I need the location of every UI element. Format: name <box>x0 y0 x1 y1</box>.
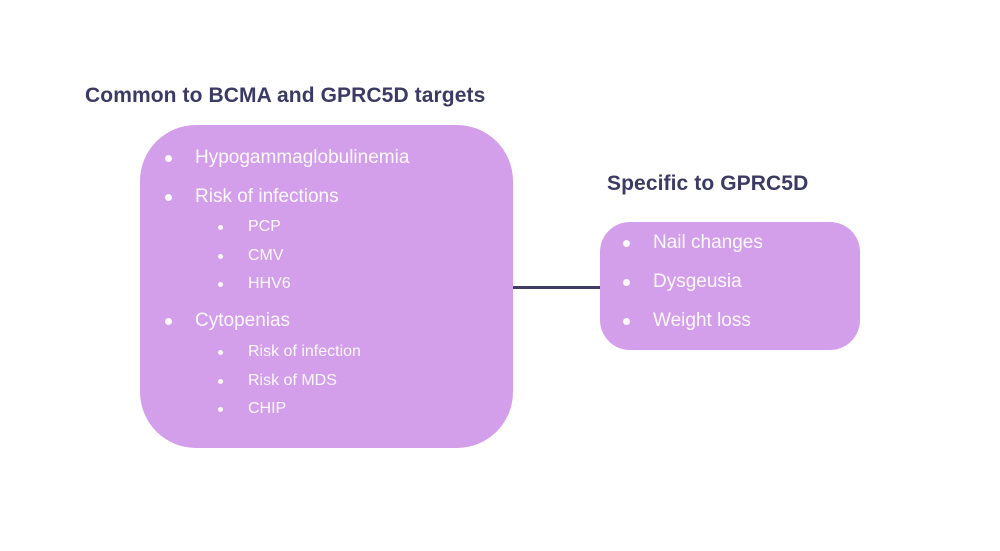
sub-bullet-item: Risk of infection <box>218 342 361 362</box>
sub-bullet-item: CHIP <box>218 399 286 419</box>
sub-bullet-label: CHIP <box>248 400 287 417</box>
bullet-dot-icon <box>165 154 172 162</box>
sub-bullet-label: Risk of MDS <box>248 372 337 389</box>
bullet-label: Weight loss <box>653 310 751 331</box>
bullet-dot-icon <box>165 317 172 325</box>
bullet-item: Nail changes <box>623 230 763 256</box>
sub-bullet-label: PCP <box>248 218 281 235</box>
bullet-item: Risk of infections <box>165 184 339 210</box>
sub-bullet-label: CMV <box>248 247 284 264</box>
sub-bullet-item: PCP <box>218 217 281 237</box>
bullet-item: Dysgeusia <box>623 269 742 295</box>
sub-bullet-label: HHV6 <box>248 275 291 292</box>
bullet-dot-icon <box>218 253 223 259</box>
bullet-dot-icon <box>218 349 223 355</box>
bullet-item: Cytopenias <box>165 308 290 334</box>
bullet-dot-icon <box>165 193 172 201</box>
bullet-dot-icon <box>623 317 630 325</box>
sub-bullet-label: Risk of infection <box>248 343 361 360</box>
gprc5d-specific-title: Specific to GPRC5D <box>607 172 809 195</box>
bullet-label: Hypogammaglobulinemia <box>195 147 410 168</box>
bullet-dot-icon <box>218 378 223 384</box>
bullet-dot-icon <box>623 278 630 286</box>
common-targets-title: Common to BCMA and GPRC5D targets <box>85 84 486 107</box>
gprc5d-specific-box: Nail changes Dysgeusia Weight loss <box>600 222 860 350</box>
bullet-dot-icon <box>218 406 223 412</box>
bullet-label: Cytopenias <box>195 310 291 331</box>
bullet-dot-icon <box>218 281 223 287</box>
bullet-dot-icon <box>218 224 223 230</box>
bullet-dot-icon <box>623 239 630 247</box>
bullet-item: Hypogammaglobulinemia <box>165 145 409 171</box>
connector-line <box>513 286 603 289</box>
bullet-label: Nail changes <box>653 232 763 253</box>
bullet-label: Risk of infections <box>195 186 339 207</box>
sub-bullet-item: CMV <box>218 246 284 266</box>
sub-bullet-item: HHV6 <box>218 274 291 294</box>
sub-bullet-item: Risk of MDS <box>218 371 337 391</box>
bullet-item: Weight loss <box>623 308 751 334</box>
common-toxicities-box: Hypogammaglobulinemia Risk of infections… <box>140 125 513 448</box>
bullet-label: Dysgeusia <box>653 271 742 292</box>
